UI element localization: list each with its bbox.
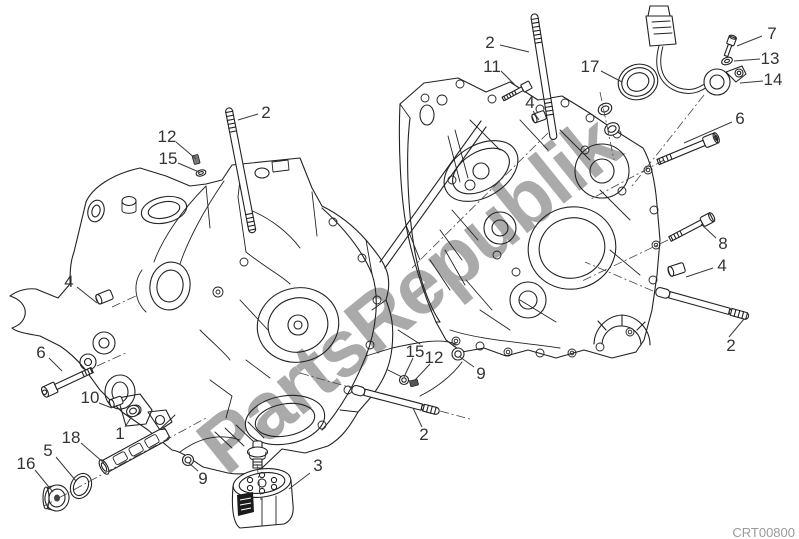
- callout-leader-14: [739, 80, 764, 84]
- callout-leader-18: [80, 442, 105, 464]
- left-crankcase-half: [9, 157, 394, 475]
- callout-leader-7: [736, 35, 763, 47]
- callout-15: 15: [406, 342, 425, 361]
- o-ring-1: [126, 404, 140, 418]
- spacer-10: [108, 395, 124, 408]
- nut-12-left: [191, 154, 201, 165]
- callout-leader-9: [459, 356, 475, 368]
- callout-leader-12: [175, 141, 197, 160]
- callout-3: 3: [313, 456, 322, 475]
- nut-12-center: [409, 378, 419, 388]
- callout-8: 8: [718, 234, 727, 253]
- callout-leader-13: [733, 58, 761, 62]
- bolt-6-right: [656, 132, 720, 166]
- callout-1: 1: [115, 424, 124, 443]
- bolt-8: [668, 212, 716, 242]
- bolt-11: [501, 80, 533, 102]
- callout-5: 5: [43, 441, 52, 460]
- callout-leader-4: [685, 267, 714, 278]
- crankshaft-seal-17: [617, 63, 659, 101]
- sensor-body: [703, 68, 731, 96]
- o-ring-9-left: [181, 453, 195, 467]
- callout-leader-1: [124, 415, 133, 428]
- callout-2: 2: [419, 425, 428, 444]
- callout-leader-4: [76, 286, 98, 304]
- callout-10: 10: [81, 388, 100, 407]
- sensor-cable-connector: [645, 5, 747, 96]
- callout-leader-2: [237, 113, 259, 121]
- plug-16: [42, 484, 70, 512]
- callout-leader-17: [600, 70, 623, 83]
- callout-leader-4: [532, 110, 540, 121]
- axis-lines: [43, 91, 705, 507]
- spacer-4-left: [95, 289, 114, 305]
- bolt-6-left: [41, 366, 94, 398]
- stud-bolt-2-bottom: [351, 384, 440, 415]
- stud-bolt-2-topright: [530, 13, 558, 141]
- oil-filter-3: [231, 468, 294, 529]
- callout-leader-2: [412, 407, 423, 428]
- callout-4: 4: [717, 256, 726, 275]
- washer-15-left: [195, 169, 207, 177]
- callout-9: 9: [476, 364, 485, 383]
- callout-17: 17: [581, 57, 600, 76]
- filter-union-fitting: [246, 440, 269, 469]
- callout-leader-3: [288, 472, 311, 490]
- callout-18: 18: [62, 428, 81, 447]
- watermark-text: PartsRepublik: [181, 97, 637, 490]
- callout-16: 16: [17, 454, 36, 473]
- o-ring-9-center: [451, 347, 465, 361]
- callout-6: 6: [735, 109, 744, 128]
- callout-leader-5: [55, 456, 77, 482]
- callout-2: 2: [726, 336, 735, 355]
- callout-4: 4: [64, 272, 73, 291]
- callout-6: 6: [36, 343, 45, 362]
- callout-12: 12: [425, 348, 444, 367]
- callout-leader-12: [414, 363, 431, 381]
- callout-leader-15: [403, 357, 414, 378]
- spacer-4-right: [667, 262, 686, 277]
- callout-leader-11: [500, 70, 518, 88]
- case-joint-area: [379, 120, 547, 397]
- callout-leader-8: [700, 223, 717, 239]
- callout-14: 14: [764, 70, 783, 89]
- callout-9: 9: [198, 469, 207, 488]
- right-crankcase-half: [398, 77, 661, 359]
- callout-leader-15: [177, 162, 200, 173]
- callout-2: 2: [261, 103, 270, 122]
- callout-7: 7: [767, 24, 776, 43]
- oil-pickup-tube-18: [98, 427, 170, 475]
- callout-11: 11: [483, 57, 501, 76]
- callout-leader-2: [499, 44, 530, 53]
- callout-leader-2: [728, 318, 745, 338]
- spacer-4-center: [531, 110, 547, 124]
- callout-12: 12: [158, 127, 177, 146]
- callout-leader-9: [188, 462, 199, 472]
- stud-bolt-2-topleft: [225, 107, 257, 234]
- hardware-parts: [41, 5, 750, 529]
- screw-7: [723, 34, 738, 58]
- callout-4: 4: [525, 93, 534, 112]
- washer-13: [721, 56, 733, 66]
- callout-leader-6: [48, 357, 63, 372]
- washer-15-center: [398, 374, 410, 386]
- callout-leader-10: [98, 402, 113, 409]
- callout-leader-16: [34, 469, 54, 493]
- diagram-code: CRT00800: [732, 525, 795, 539]
- stud-bolt-2-right: [655, 287, 750, 321]
- callout-2: 2: [485, 33, 494, 52]
- callout-13: 13: [761, 49, 780, 68]
- callout-15: 15: [159, 149, 178, 168]
- callout-leader-6: [683, 121, 733, 144]
